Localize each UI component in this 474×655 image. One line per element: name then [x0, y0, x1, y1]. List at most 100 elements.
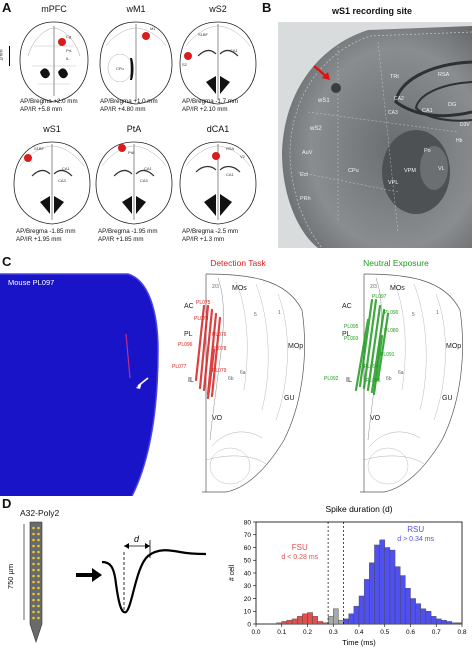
- svg-text:CA1: CA1: [144, 166, 153, 171]
- svg-text:CA1: CA1: [62, 166, 71, 171]
- svg-text:PL085: PL085: [366, 378, 381, 384]
- histogram-bar: [307, 612, 313, 625]
- svg-text:wS2: wS2: [309, 126, 322, 132]
- histogram-bar: [436, 618, 442, 625]
- histogram-bar: [379, 539, 385, 625]
- svg-text:6a: 6a: [240, 370, 246, 376]
- svg-text:CA3: CA3: [388, 110, 398, 116]
- atlas-section-pta: PtA PtA CA1 CA3 AP/Bregma -1.95 mm AP/IR…: [92, 124, 176, 246]
- section-outline: RSA V2 CA1: [179, 141, 257, 225]
- svg-text:RSA: RSA: [438, 72, 450, 78]
- probe-contacts: [32, 526, 40, 620]
- svg-text:PL078: PL078: [212, 346, 227, 352]
- svg-text:CA2: CA2: [394, 96, 404, 102]
- histogram-bar: [353, 605, 360, 625]
- detection-tracks: [194, 304, 222, 400]
- probe-title: A32-Poly2: [20, 508, 60, 518]
- svg-text:GU: GU: [442, 395, 453, 402]
- neutral-tracks: [354, 298, 390, 396]
- svg-text:PL075: PL075: [196, 300, 211, 306]
- svg-text:MOp: MOp: [288, 343, 303, 350]
- svg-text:CPu: CPu: [348, 168, 359, 174]
- coord-ir: AP/IR +5.8 mm: [20, 106, 63, 113]
- coord-bregma: AP/Bregma -2.5 mm: [182, 228, 239, 235]
- svg-text:V2: V2: [240, 154, 246, 159]
- histogram-bar: [348, 613, 355, 625]
- panel-letter-c: C: [2, 254, 12, 269]
- neutral-title: Neutral Exposure: [363, 258, 429, 268]
- svg-text:VO: VO: [370, 415, 381, 422]
- svg-text:1: 1: [436, 310, 439, 316]
- y-tick-label: 10: [244, 609, 252, 616]
- section-outline: PtA CA1 CA3: [95, 141, 173, 225]
- svg-text:S1BF: S1BF: [34, 146, 45, 151]
- x-tick-label: 0.0: [251, 629, 260, 636]
- svg-text:CA1: CA1: [422, 108, 433, 114]
- section-title: dCA1: [206, 124, 230, 134]
- y-axis-label: # cell: [229, 564, 236, 581]
- histogram-bar: [291, 618, 298, 625]
- svg-text:PL079: PL079: [212, 368, 227, 374]
- histogram-bar: [451, 622, 458, 625]
- section-title: wM1: [126, 4, 146, 14]
- svg-text:CA3: CA3: [140, 178, 149, 183]
- histogram-bar: [399, 575, 406, 625]
- section-title: wS2: [209, 4, 227, 14]
- histogram-bar: [430, 616, 437, 625]
- svg-text:5: 5: [412, 312, 415, 318]
- histogram-bar: [343, 618, 349, 625]
- x-axis-label: Time (ms): [342, 638, 376, 647]
- atlas-section-wm1: wM1 M1 CPu AP/Bregma +1.0 mm AP/IR +4.80…: [94, 4, 178, 122]
- histology-image: TRt RSA wS1 CA1 CA2 CA3 DG D3V wS2 AuV E…: [278, 22, 472, 248]
- svg-text:1: 1: [278, 310, 281, 316]
- svg-text:CA1: CA1: [230, 48, 239, 53]
- rsu-label: RSU: [407, 525, 424, 534]
- waveform-drawing: d: [101, 534, 207, 614]
- section-title: wS1: [43, 124, 61, 134]
- coord-bregma: AP/Bregma -1.7 mm: [182, 98, 239, 105]
- svg-text:RSA: RSA: [226, 146, 235, 151]
- svg-text:2/3: 2/3: [370, 284, 377, 290]
- histogram-bar: [333, 608, 339, 625]
- section-title: PtA: [126, 124, 142, 134]
- coord-ir: AP/IR +4.80 mm: [100, 106, 146, 113]
- detection-title: Detection Task: [210, 258, 266, 268]
- panel-letter-a: A: [2, 0, 12, 15]
- histogram-bar: [369, 562, 375, 625]
- histogram-bar: [312, 616, 319, 625]
- histogram-bar: [302, 613, 308, 625]
- svg-text:d: d: [134, 534, 140, 544]
- svg-text:PtA: PtA: [128, 150, 135, 155]
- svg-text:PL095: PL095: [344, 324, 359, 330]
- svg-text:PL074: PL074: [194, 316, 209, 322]
- svg-text:AuV: AuV: [302, 150, 313, 156]
- panel-letter-d: D: [2, 496, 12, 511]
- section-outline: S1BF CA1 CA3: [13, 141, 91, 225]
- svg-text:IL: IL: [346, 377, 352, 384]
- coord-ir: AP/IR +1.85 mm: [98, 236, 144, 243]
- section-outline: Cg PrL IL: [19, 21, 89, 103]
- svg-text:PL092: PL092: [324, 376, 339, 382]
- histogram-bar: [456, 622, 463, 625]
- atlas-detection: Detection Task 2/3 MOs AC PL IL MOp GU V…: [166, 258, 310, 496]
- histogram-bar: [322, 622, 329, 625]
- svg-text:PL: PL: [342, 331, 351, 338]
- svg-text:6b: 6b: [228, 376, 234, 382]
- histogram-bar: [363, 579, 370, 625]
- svg-text:PRh: PRh: [300, 196, 311, 202]
- svg-text:PL077: PL077: [172, 364, 187, 370]
- svg-text:MOs: MOs: [390, 285, 405, 292]
- mouse-label: Mouse PL097: [8, 278, 55, 287]
- svg-text:PL090: PL090: [384, 310, 399, 316]
- x-tick-label: 0.8: [457, 629, 466, 636]
- y-tick-label: 50: [244, 558, 252, 565]
- histogram-bar: [358, 595, 365, 625]
- histogram-bar: [441, 619, 447, 625]
- scale-bar-label: 1mm: [0, 49, 5, 61]
- fsu-rule: d < 0.28 ms: [281, 554, 318, 561]
- section-outline: M1 CPu: [99, 21, 173, 105]
- histogram-bar: [389, 549, 396, 625]
- svg-text:wS1: wS1: [317, 98, 330, 104]
- svg-text:PL: PL: [184, 331, 193, 338]
- svg-text:S2: S2: [182, 62, 188, 67]
